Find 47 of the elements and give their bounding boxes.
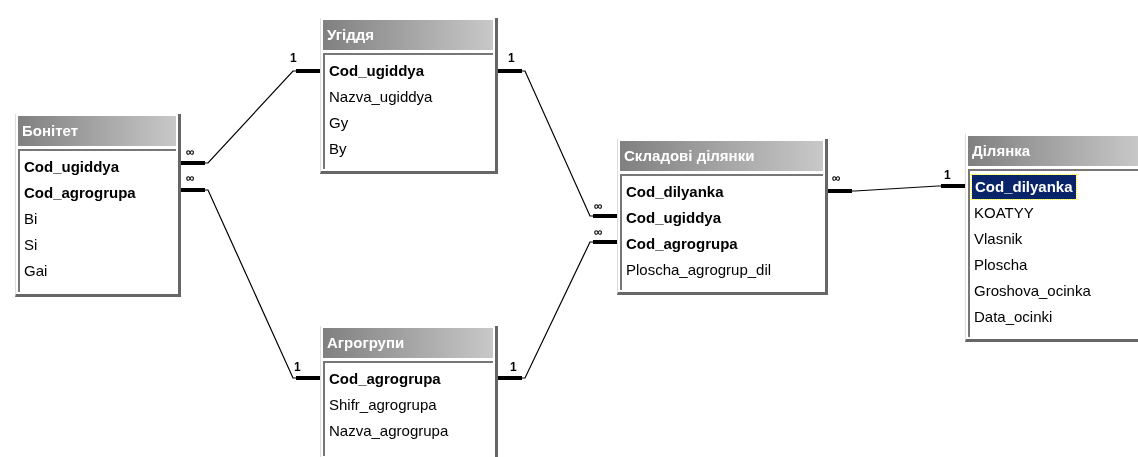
cardinality-label: 1 <box>290 52 297 64</box>
cardinality-label: ∞ <box>186 172 195 184</box>
cardinality-label: ∞ <box>832 172 841 184</box>
cardinality-label: ∞ <box>186 146 195 158</box>
field-name: Gai <box>24 261 48 281</box>
key-field-name: Cod_ugiddya <box>626 208 721 228</box>
key-field-name: Cod_ugiddya <box>329 61 424 81</box>
table-box <box>965 134 1138 342</box>
relationship-line <box>179 188 322 380</box>
field-name: Vlasnik <box>974 229 1023 249</box>
field-name: By <box>329 139 347 159</box>
cardinality-label: 1 <box>294 361 301 373</box>
field-name: Gy <box>329 113 349 133</box>
field-name: Nazva_ugiddya <box>329 87 433 107</box>
key-field-name: Cod_dilyanka <box>626 182 724 202</box>
relationship-line <box>179 69 322 165</box>
table-box <box>320 18 498 174</box>
field-name: KOATYY <box>974 203 1034 223</box>
cardinality-label: ∞ <box>594 200 603 212</box>
field-name: Data_ocinki <box>974 307 1053 327</box>
key-field-name: Cod_agrogrupa <box>329 369 441 389</box>
table-box <box>15 114 181 297</box>
key-field-name: Cod_ugiddya <box>24 157 119 177</box>
relationship-line <box>496 240 619 380</box>
key-field-name: Cod_agrogrupa <box>24 183 136 203</box>
relationship-line <box>496 69 619 218</box>
field-name: Si <box>24 235 38 255</box>
field-name: Ploscha_agrogrup_dil <box>626 260 772 280</box>
table-box <box>320 326 498 457</box>
table-title: Складові ділянки <box>620 141 823 171</box>
table-title: Угіддя <box>323 20 493 50</box>
field-name: Groshova_ocinka <box>974 281 1091 301</box>
cardinality-label: ∞ <box>594 226 603 238</box>
key-field-name: Cod_agrogrupa <box>626 234 738 254</box>
table-title: Агрогрупи <box>323 328 493 358</box>
field-name: Bi <box>24 209 38 229</box>
table-title: Бонітет <box>18 116 176 146</box>
key-field-name: Cod_dilyanka <box>972 175 1076 199</box>
cardinality-label: 1 <box>944 169 951 181</box>
table-box <box>617 139 828 295</box>
table-title: Ділянка <box>968 136 1138 166</box>
field-name: Nazva_agrogrupa <box>329 421 449 441</box>
field-name: Ploscha <box>974 255 1028 275</box>
relationship-line <box>826 184 967 193</box>
cardinality-label: 1 <box>510 361 517 373</box>
cardinality-label: 1 <box>508 52 515 64</box>
field-name: Shifr_agrogrupa <box>329 395 437 415</box>
